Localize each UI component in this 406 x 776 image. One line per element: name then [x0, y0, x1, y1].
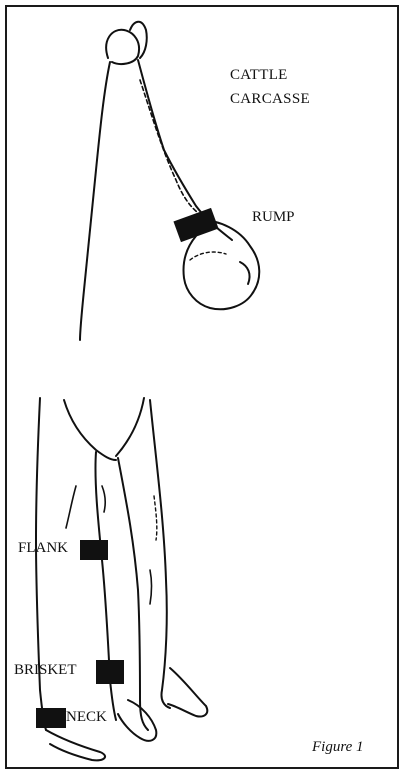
- flank-label: FLANK: [18, 541, 68, 556]
- fore-left-detail-2: [102, 486, 105, 512]
- flank-marker: [80, 540, 108, 560]
- fore-right-top: [116, 398, 144, 456]
- title-line-1: CATTLE: [230, 68, 288, 83]
- hoof-front: [168, 668, 207, 717]
- upper-quarter-right-edge: [138, 60, 232, 240]
- title-line-2: CARCASSE: [230, 92, 310, 107]
- neck-label: NECK: [66, 710, 107, 725]
- rump-label: RUMP: [252, 210, 295, 225]
- rump-inner: [240, 262, 250, 284]
- hook-loop: [106, 30, 139, 64]
- upper-quarter-left-edge: [80, 62, 110, 340]
- fore-right-detail: [154, 496, 157, 540]
- fore-right-leg: [118, 458, 148, 730]
- fore-left-detail: [66, 486, 76, 528]
- fore-left-inner: [64, 400, 116, 460]
- brisket-label: BRISKET: [14, 663, 77, 678]
- neck-tip: [46, 730, 105, 760]
- brisket-marker: [96, 660, 124, 684]
- rump-tail: [190, 252, 226, 260]
- fore-left-edge: [36, 398, 46, 730]
- figure-caption: Figure 1: [312, 740, 364, 755]
- neck-marker: [36, 708, 66, 728]
- fore-right-detail-2: [150, 570, 152, 604]
- hoof-mid: [118, 700, 156, 741]
- fore-right-outer: [150, 400, 170, 708]
